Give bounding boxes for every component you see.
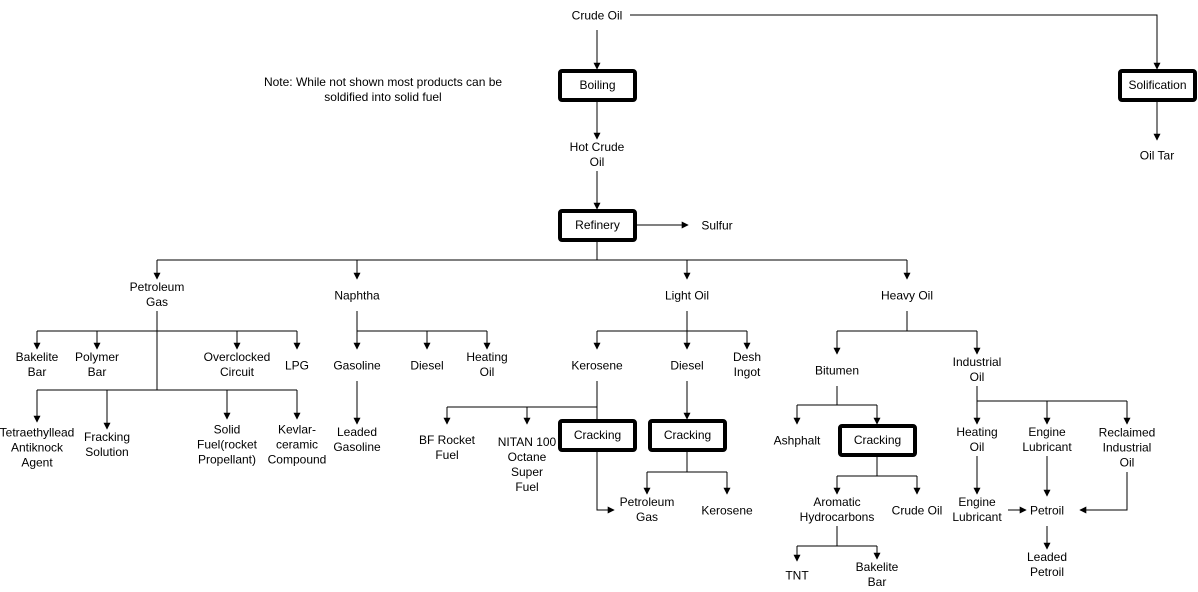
crude-oil-cracked-node: Crude Oil <box>891 503 943 518</box>
diesel-naphtha-node: Diesel <box>410 358 444 373</box>
overclocked-circuit-node: Overclocked Circuit <box>203 350 271 379</box>
note-text: Note: While not shown most products can … <box>263 75 503 104</box>
cracked-petroleum-gas-node: Petroleum Gas <box>619 495 675 524</box>
fracking-solution-node: Fracking Solution <box>83 430 131 459</box>
tetraethyllead-node: Tetraethyllead Antiknock Agent <box>0 425 75 470</box>
oil-tar-node: Oil Tar <box>1139 148 1175 163</box>
kevlar-ceramic-node: Kevlar- ceramic Compound <box>267 422 327 467</box>
lpg-node: LPG <box>284 358 310 373</box>
petroil-node: Petroil <box>1029 503 1065 518</box>
petroleum-gas-node: Petroleum Gas <box>129 280 185 309</box>
industrial-oil-node: Industrial Oil <box>952 355 1002 384</box>
aromatic-hydrocarbons-node: Aromatic Hydrocarbons <box>799 495 875 524</box>
light-oil-node: Light Oil <box>664 288 710 303</box>
nitan-node: NITAN 100 Octane Super Fuel <box>497 435 557 494</box>
cracking-process-kerosene: Cracking <box>558 419 637 452</box>
tnt-node: TNT <box>785 568 809 583</box>
bakelite-bar-2-node: Bakelite Bar <box>855 560 899 589</box>
bakelite-bar-node: Bakelite Bar <box>15 350 59 379</box>
crude-oil-node: Crude Oil <box>571 8 623 23</box>
diesel-light-node: Diesel <box>670 358 704 373</box>
desh-ingot-node: Desh Ingot <box>732 350 762 379</box>
ashphalt-node: Ashphalt <box>773 433 821 448</box>
polymer-bar-node: Polymer Bar <box>74 350 120 379</box>
leaded-gasoline-node: Leaded Gasoline <box>333 425 381 454</box>
leaded-petroil-node: Leaded Petroil <box>1026 550 1068 579</box>
solid-fuel-node: Solid Fuel(rocket Propellant) <box>196 422 258 467</box>
edge-crude-solification <box>630 14 1161 70</box>
boiling-process: Boiling <box>558 69 637 102</box>
bitumen-node: Bitumen <box>814 363 860 378</box>
kerosene-node: Kerosene <box>571 358 623 373</box>
solification-process: Solification <box>1118 69 1197 102</box>
cracked-kerosene-node: Kerosene <box>701 503 753 518</box>
engine-lubricant-node: Engine Lubricant <box>1022 425 1072 454</box>
hot-crude-oil-node: Hot Crude Oil <box>569 140 625 169</box>
engine-lubricant-2-node: Engine Lubricant <box>952 495 1002 524</box>
heating-oil-naphtha-node: Heating Oil <box>466 350 508 379</box>
refinery-process: Refinery <box>558 209 637 242</box>
cracking-process-diesel: Cracking <box>648 419 727 452</box>
edge-reclaimed-petroil <box>1079 472 1128 514</box>
heating-oil-industrial-node: Heating Oil <box>956 425 998 454</box>
heavy-oil-node: Heavy Oil <box>880 288 934 303</box>
naphtha-node: Naphtha <box>334 288 380 303</box>
cracking-process-bitumen: Cracking <box>838 424 917 457</box>
bf-rocket-fuel-node: BF Rocket Fuel <box>418 433 476 462</box>
sulfur-node: Sulfur <box>701 218 733 233</box>
reclaimed-industrial-oil-node: Reclaimed Industrial Oil <box>1098 425 1156 470</box>
gasoline-node: Gasoline <box>333 358 381 373</box>
